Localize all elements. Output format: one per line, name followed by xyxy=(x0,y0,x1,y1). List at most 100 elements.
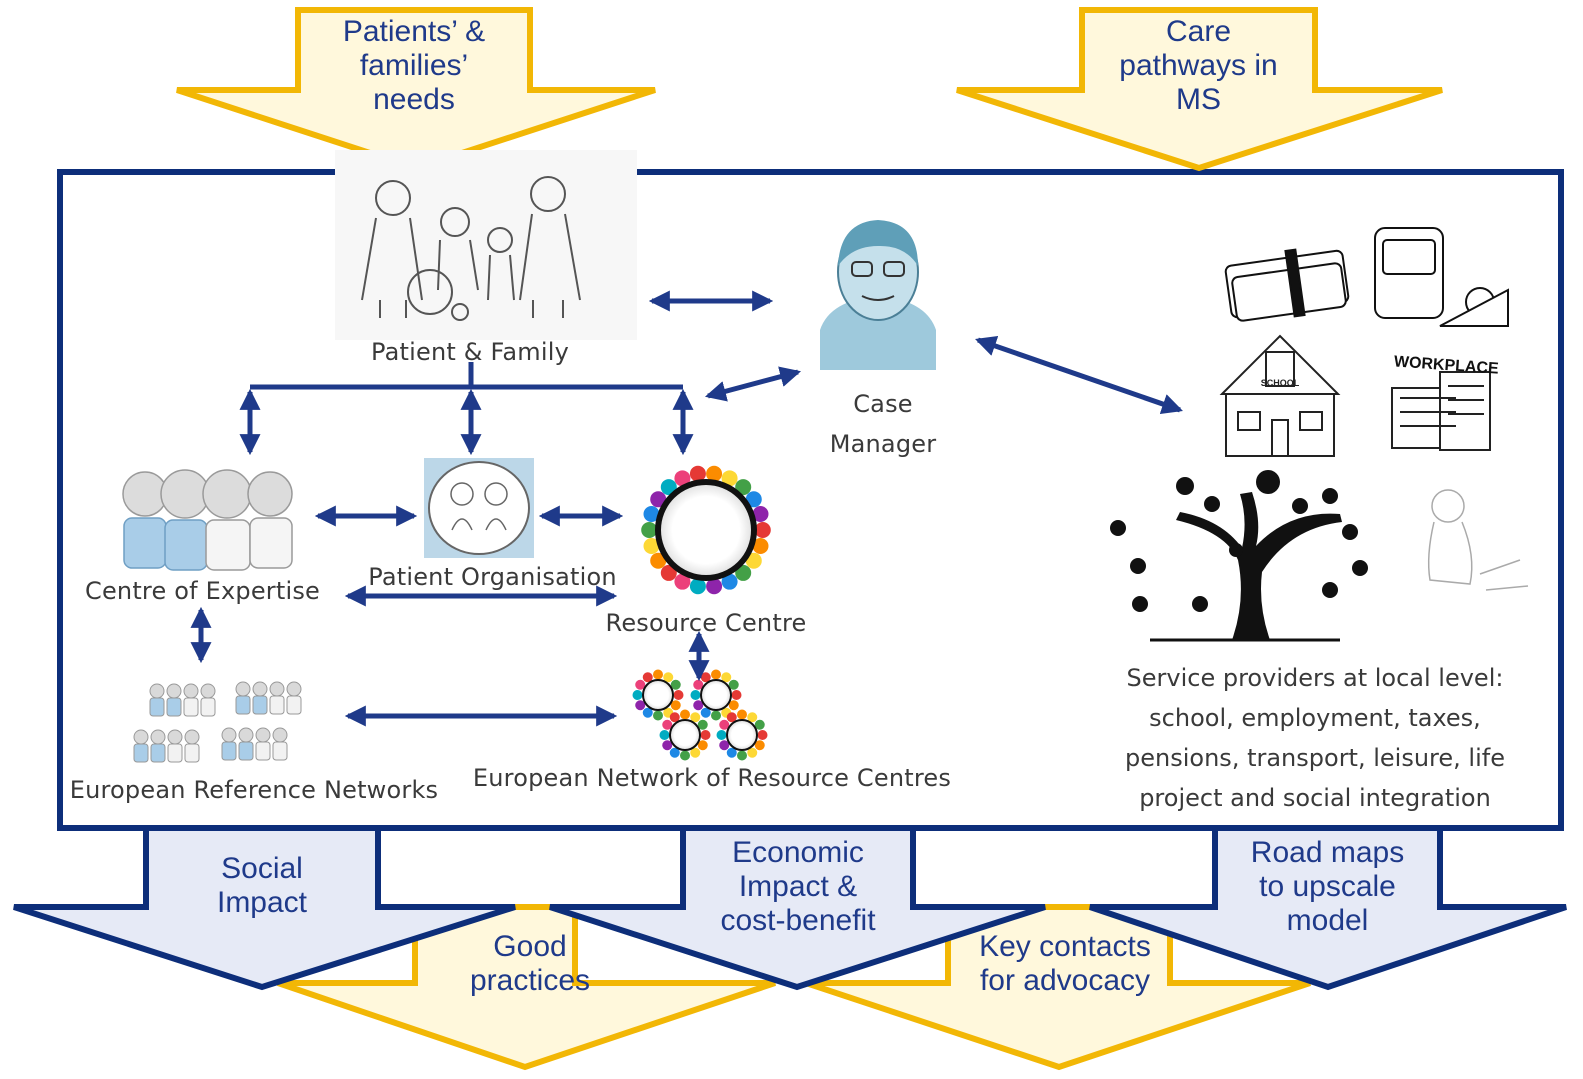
ring-dot xyxy=(674,573,691,590)
person-body xyxy=(183,697,199,717)
road-maps-arrow xyxy=(1089,817,1567,991)
ring-dot xyxy=(735,479,752,496)
ring-dot xyxy=(711,669,721,680)
ring-dot xyxy=(653,710,663,721)
ring-dot xyxy=(662,740,673,751)
ring-dot xyxy=(650,491,667,508)
tree-icon xyxy=(1110,470,1368,642)
ring-dot xyxy=(642,672,653,683)
care-pathways-arrow xyxy=(956,7,1443,172)
person-head xyxy=(252,681,268,697)
ring-center xyxy=(726,719,758,751)
ring-dot xyxy=(726,747,737,758)
person-body xyxy=(166,697,182,717)
arrow-case-services xyxy=(975,335,1183,415)
person-body xyxy=(255,741,271,761)
european-network-resource-centres-image xyxy=(632,669,768,761)
ring-dot xyxy=(693,700,704,711)
person-head xyxy=(149,683,165,699)
school-icon xyxy=(1219,334,1341,457)
workplace-icon xyxy=(1391,371,1491,451)
ring-dot xyxy=(643,505,660,522)
ring-dot xyxy=(697,740,708,751)
person-body xyxy=(133,743,149,763)
ring-dot xyxy=(726,712,737,723)
good-practices-arrow xyxy=(277,904,776,1071)
person-head xyxy=(200,683,216,699)
ring-dot xyxy=(642,707,653,718)
ring-dot xyxy=(747,747,758,758)
ring-dot xyxy=(706,465,723,482)
person-head xyxy=(166,683,182,699)
ring-dot xyxy=(721,470,738,487)
person-head xyxy=(167,729,183,745)
ring-dot xyxy=(757,730,768,740)
ring-dot xyxy=(721,672,732,683)
ring-dot xyxy=(673,690,684,700)
person-head xyxy=(286,681,302,697)
person-body xyxy=(238,741,254,761)
person-head xyxy=(238,727,254,743)
ring-dot xyxy=(635,679,646,690)
ring-dot xyxy=(674,470,691,487)
arrow-case-bar xyxy=(704,366,802,402)
ring-dot xyxy=(669,712,680,723)
ring-dot xyxy=(754,740,765,751)
resource-centre-label: Resource Centre xyxy=(605,609,807,637)
ring-dot xyxy=(680,709,690,720)
person-body xyxy=(286,695,302,715)
ring-dot xyxy=(690,747,701,758)
case-manager-image xyxy=(820,220,936,370)
ring-dot xyxy=(690,690,701,700)
patients-needs-arrow xyxy=(176,7,656,172)
ring-dot xyxy=(653,669,663,680)
ring-center xyxy=(669,719,701,751)
ring-dot xyxy=(706,578,723,595)
ring-dot xyxy=(663,672,674,683)
ring-dot xyxy=(728,679,739,690)
person-body xyxy=(149,697,165,717)
ring-dot xyxy=(745,491,762,508)
ring-dot xyxy=(662,719,673,730)
person-head xyxy=(235,681,251,697)
person-head xyxy=(183,683,199,699)
ring-dot xyxy=(650,552,667,569)
ring-dot xyxy=(700,707,711,718)
ring-dot xyxy=(632,690,643,700)
ring-dot xyxy=(641,522,658,538)
person-head xyxy=(255,727,271,743)
economic-impact-arrow xyxy=(549,817,1046,991)
person-body xyxy=(235,695,251,715)
ring-dot xyxy=(680,750,690,761)
ring-dot xyxy=(719,740,730,751)
ring-dot xyxy=(719,719,730,730)
service-providers-label: Service providers at local level: school… xyxy=(1125,664,1505,812)
ring-dot xyxy=(693,679,704,690)
ring-dot xyxy=(754,719,765,730)
person-body xyxy=(150,743,166,763)
ring-dot xyxy=(752,505,769,522)
ring-dot xyxy=(747,712,758,723)
money-icon xyxy=(1224,248,1350,322)
ring-dot xyxy=(670,679,681,690)
person-body xyxy=(200,697,216,717)
patients-needs-label: Patients’ &families’needs xyxy=(342,15,486,116)
resource-centre-image xyxy=(641,465,771,595)
european-reference-networks-image xyxy=(133,681,302,763)
ring-dot xyxy=(752,538,769,555)
ring-dot xyxy=(660,564,677,581)
ring-dot xyxy=(728,700,739,711)
patient-family-image xyxy=(335,150,637,340)
bus-icon xyxy=(1374,227,1509,327)
patient-organisation-image xyxy=(424,458,534,558)
person-head xyxy=(272,727,288,743)
person-body xyxy=(184,743,200,763)
patient-family-label: Patient & Family xyxy=(371,338,569,366)
ring-dot xyxy=(643,538,660,555)
